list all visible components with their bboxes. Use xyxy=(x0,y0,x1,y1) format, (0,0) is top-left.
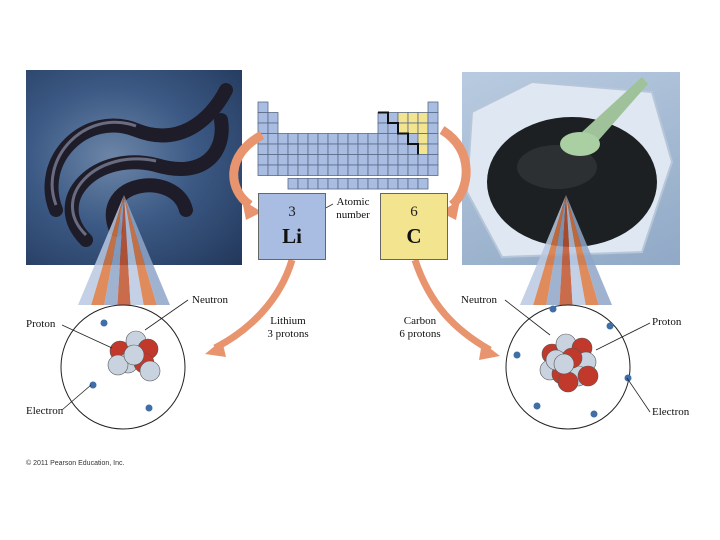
atomic-number-label: Atomic number xyxy=(330,196,376,222)
lithium-tile: 3 Li xyxy=(258,193,326,260)
carbon-symbol: C xyxy=(406,224,422,248)
carbon-nucleus xyxy=(539,333,599,393)
lithium-symbol: Li xyxy=(282,224,302,248)
lithium-neutron-label: Neutron xyxy=(192,294,229,306)
carbon-proton-label: Proton xyxy=(652,316,682,328)
carbon-atomic-number: 6 xyxy=(410,204,418,220)
lithium-proton-label: Proton xyxy=(26,318,56,330)
beam-carbon xyxy=(520,195,612,305)
carbon-dish-icon xyxy=(465,77,674,259)
carbon-electron-label: Electron xyxy=(652,406,690,418)
atomic-number-label-line2: number xyxy=(336,209,370,221)
lithium-atomic-number: 3 xyxy=(288,204,296,220)
arrow-table-to-carbon xyxy=(439,126,471,209)
arrow-table-to-lithium xyxy=(229,131,265,209)
carbon-neutron-label: Neutron xyxy=(461,294,498,306)
lithium-electrons xyxy=(89,319,153,412)
lithium-nucleus xyxy=(107,330,161,382)
copyright-notice: © 2011 Pearson Education, Inc. xyxy=(26,460,125,467)
arrowhead-lithium xyxy=(242,200,262,220)
lithium-coil-icon xyxy=(44,83,233,247)
carbon-caption: Carbon 6 protons xyxy=(386,315,454,341)
carbon-name: Carbon xyxy=(403,315,437,327)
lithium-caption: Lithium 3 protons xyxy=(258,315,318,341)
beam-lithium xyxy=(78,195,170,305)
lithium-name: Lithium xyxy=(270,315,306,327)
arrow-to-lithium-caption xyxy=(213,258,296,352)
arrow-to-carbon-caption xyxy=(411,258,492,354)
arrowhead-carbon xyxy=(440,200,460,220)
carbon-protons: 6 protons xyxy=(399,328,441,340)
lithium-electron-label: Electron xyxy=(26,405,64,417)
carbon-electrons xyxy=(513,305,632,418)
carbon-tile: 6 C xyxy=(380,193,448,260)
atomic-number-label-line1: Atomic xyxy=(336,196,370,208)
periodic-table xyxy=(257,101,439,190)
lithium-protons: 3 protons xyxy=(267,328,309,340)
